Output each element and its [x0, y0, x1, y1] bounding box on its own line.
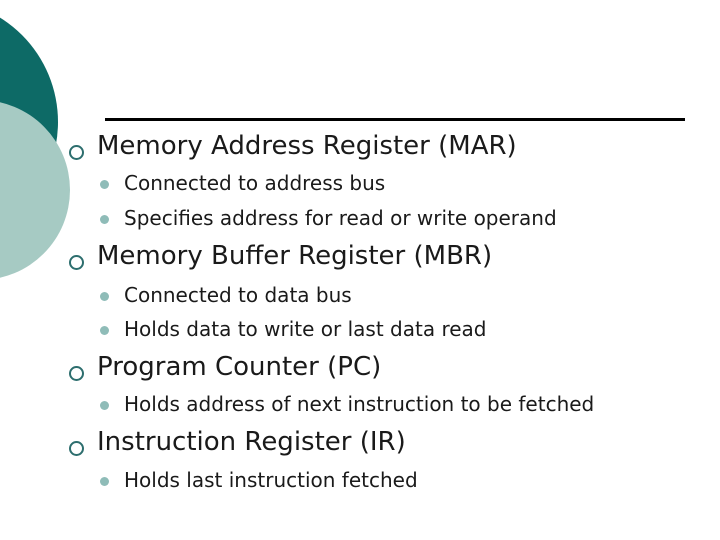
- bullet-text: Specifies address for read or write oper…: [124, 206, 557, 230]
- bullet-text: Holds data to write or last data read: [124, 317, 487, 341]
- dot-bullet-icon: [100, 215, 109, 224]
- title-divider: [105, 118, 685, 121]
- section-title-row: Instruction Register (IR): [67, 426, 406, 458]
- open-circle-bullet-icon: [69, 441, 84, 456]
- bullet-row: Specifies address for read or write oper…: [67, 206, 557, 231]
- section-title-text: Instruction Register (IR): [97, 427, 406, 457]
- dot-bullet-icon: [100, 180, 109, 189]
- open-circle-bullet-icon: [69, 255, 84, 270]
- bullet-text: Connected to data bus: [124, 283, 352, 307]
- dot-bullet-icon: [100, 326, 109, 335]
- bullet-text: Holds address of next instruction to be …: [124, 392, 595, 416]
- decor-circle-light: [0, 100, 70, 280]
- section-title-text: Memory Buffer Register (MBR): [97, 241, 493, 271]
- section-title-row: Memory Address Register (MAR): [67, 130, 517, 162]
- section-title-text: Memory Address Register (MAR): [97, 131, 517, 161]
- dot-bullet-icon: [100, 292, 109, 301]
- open-circle-bullet-icon: [69, 145, 84, 160]
- bullet-text: Holds last instruction fetched: [124, 468, 418, 492]
- section-title-row: Memory Buffer Register (MBR): [67, 240, 492, 272]
- dot-bullet-icon: [100, 401, 109, 410]
- section-title-row: Program Counter (PC): [67, 351, 381, 383]
- bullet-row: Holds address of next instruction to be …: [67, 392, 594, 417]
- bullet-row: Connected to address bus: [67, 171, 385, 196]
- bullet-row: Holds last instruction fetched: [67, 468, 418, 493]
- dot-bullet-icon: [100, 477, 109, 486]
- bullet-text: Connected to address bus: [124, 171, 386, 195]
- open-circle-bullet-icon: [69, 366, 84, 381]
- bullet-row: Connected to data bus: [67, 283, 352, 308]
- bullet-row: Holds data to write or last data read: [67, 317, 486, 342]
- section-title-text: Program Counter (PC): [97, 352, 382, 382]
